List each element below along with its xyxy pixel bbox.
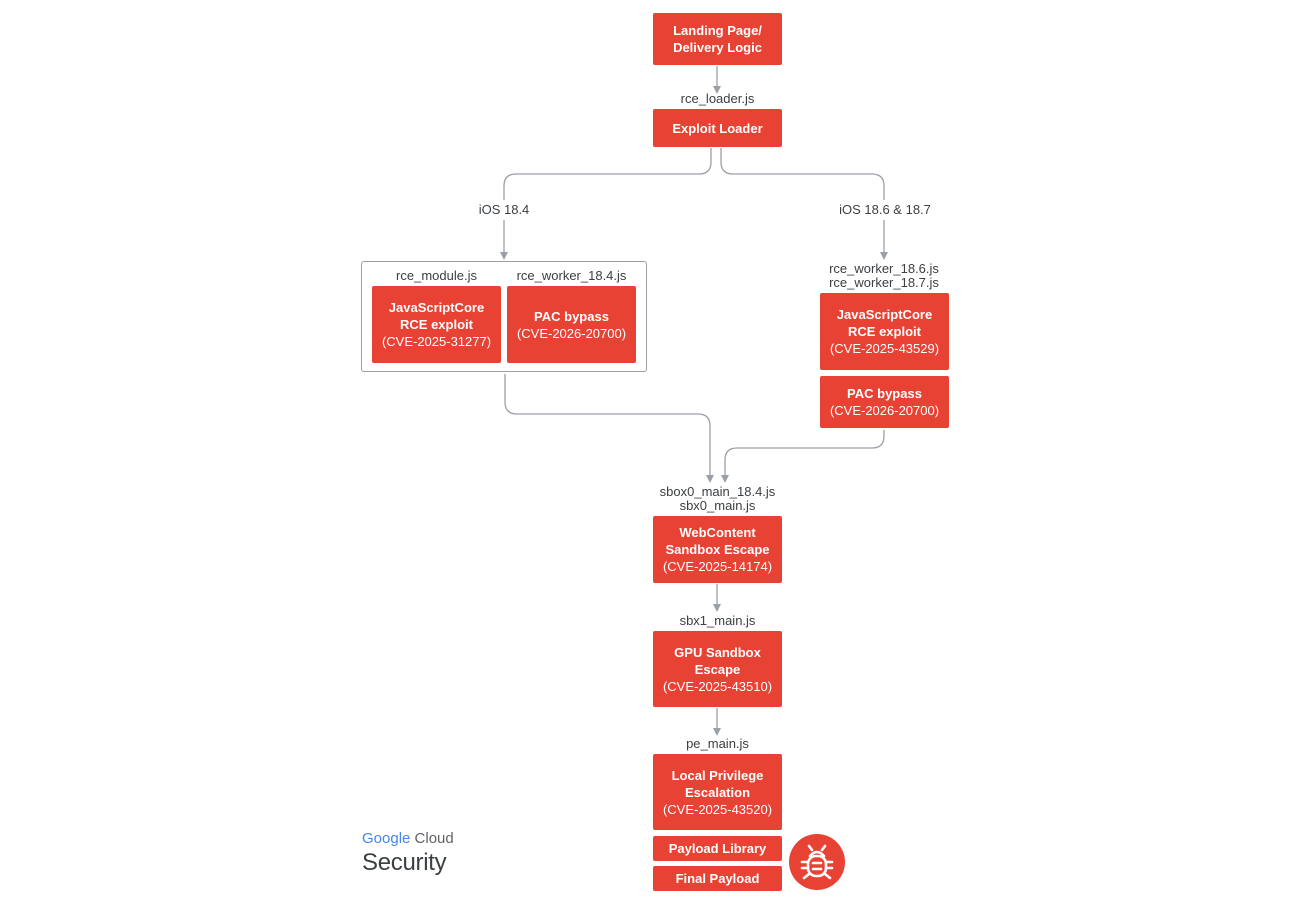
- right-pac-cve: (CVE-2026-20700): [829, 403, 940, 418]
- left-rce-node: JavaScriptCore RCE exploit (CVE-2025-312…: [372, 286, 501, 363]
- branch-label-right: iOS 18.6 & 18.7: [839, 202, 931, 217]
- landing-page-node: Landing Page/ Delivery Logic: [653, 13, 782, 65]
- left-rce-cve: (CVE-2025-31277): [381, 334, 492, 349]
- bug-icon-graphic: [800, 844, 834, 880]
- right-pac-node: PAC bypass (CVE-2026-20700): [820, 376, 949, 428]
- bug-icon: [789, 834, 845, 890]
- exploit-loader-title: Exploit Loader: [672, 120, 763, 136]
- right-file-label-2: rce_worker_18.7.js: [829, 275, 939, 290]
- landing-page-title: Landing Page/ Delivery Logic: [673, 23, 762, 55]
- right-rce-cve: (CVE-2025-43529): [829, 341, 940, 356]
- left-pac-title: PAC bypass: [534, 308, 609, 324]
- webcontent-sandbox-cve: (CVE-2025-14174): [662, 559, 773, 574]
- google-cloud-security-logo: Google Cloud Security: [362, 830, 454, 877]
- payload-library-title: Payload Library: [668, 841, 767, 856]
- gpu-sandbox-node: GPU Sandbox Escape (CVE-2025-43510): [653, 631, 782, 707]
- arrow-loader-to-right: [720, 148, 885, 200]
- left-pac-cve: (CVE-2026-20700): [516, 325, 627, 341]
- final-payload-title: Final Payload: [675, 871, 760, 886]
- gpu-sandbox-title: GPU Sandbox Escape: [674, 644, 761, 677]
- left-pac-node: PAC bypass (CVE-2026-20700): [507, 286, 636, 363]
- sandbox-file-label-2: sbx0_main.js: [679, 498, 756, 513]
- webcontent-sandbox-title: WebContent Sandbox Escape: [665, 525, 770, 557]
- sandbox-file-label-1: sbox0_main_18.4.js: [659, 484, 776, 499]
- logo-cloud: Cloud: [414, 830, 454, 847]
- right-file-label-1: rce_worker_18.6.js: [829, 261, 939, 276]
- arrow-right-to-sandbox: [721, 430, 885, 483]
- lpe-title: Local Privilege Escalation: [671, 767, 764, 800]
- left-pac-file-label: rce_worker_18.4.js: [516, 268, 627, 283]
- gpu-sandbox-cve: (CVE-2025-43510): [662, 678, 773, 694]
- right-rce-node: JavaScriptCore RCE exploit (CVE-2025-435…: [820, 293, 949, 370]
- right-rce-title: JavaScriptCore RCE exploit: [836, 307, 933, 339]
- arrow-left-to-sandbox: [504, 374, 714, 483]
- logo-security: Security: [362, 849, 447, 876]
- lpe-file-label: pe_main.js: [686, 736, 749, 751]
- loader-file-label: rce_loader.js: [680, 91, 755, 106]
- ios-18-4-exploit-group: [361, 261, 647, 372]
- logo-google: Google: [362, 830, 411, 847]
- left-rce-title: JavaScriptCore RCE exploit: [388, 300, 485, 332]
- webcontent-sandbox-node: WebContent Sandbox Escape (CVE-2025-1417…: [653, 516, 782, 583]
- exploit-loader-node: Exploit Loader: [653, 109, 782, 147]
- left-rce-file-label: rce_module.js: [396, 268, 477, 283]
- lpe-cve: (CVE-2025-43520): [662, 801, 773, 817]
- payload-library-node: Payload Library: [653, 836, 782, 861]
- right-pac-title: PAC bypass: [847, 386, 922, 401]
- branch-label-left: iOS 18.4: [478, 202, 530, 217]
- gpu-file-label: sbx1_main.js: [679, 613, 756, 628]
- final-payload-node: Final Payload: [653, 866, 782, 891]
- arrow-loader-to-left: [503, 148, 712, 200]
- lpe-node: Local Privilege Escalation (CVE-2025-435…: [653, 754, 782, 830]
